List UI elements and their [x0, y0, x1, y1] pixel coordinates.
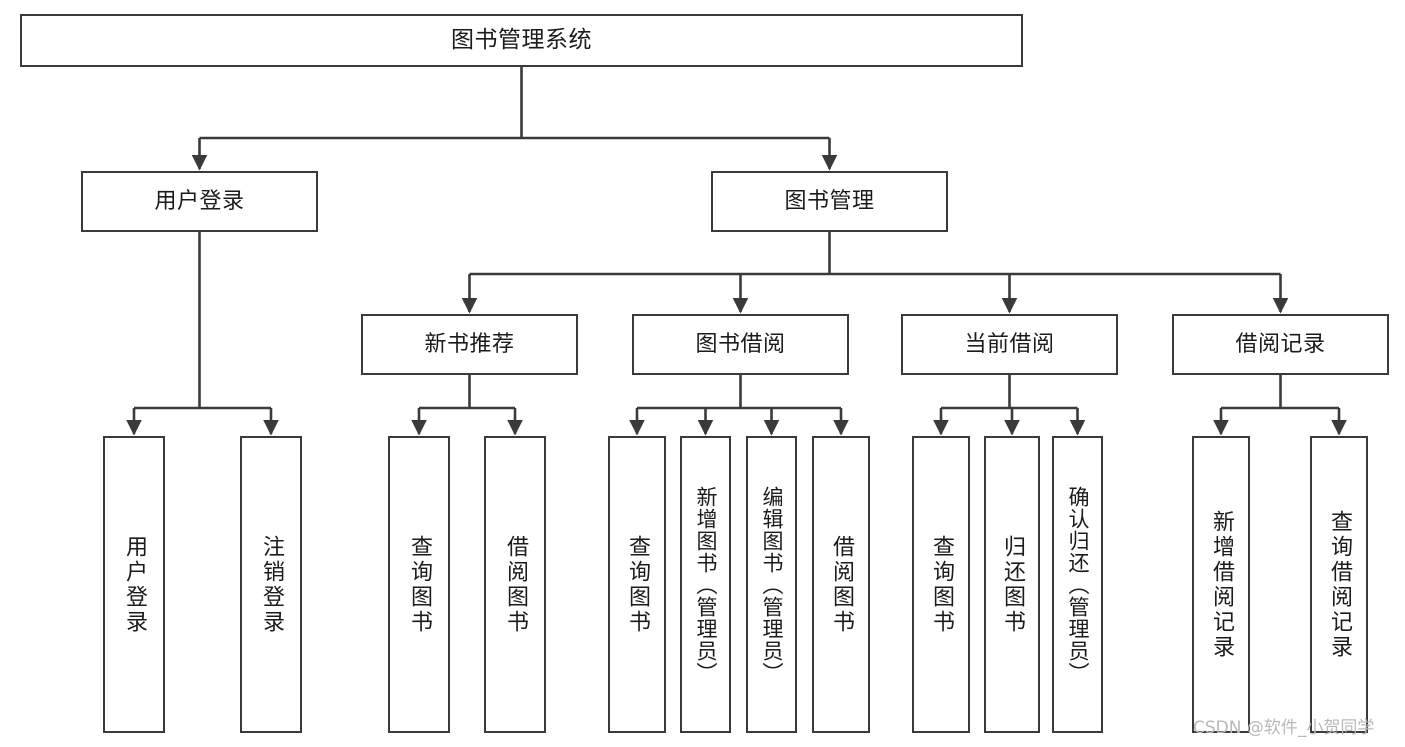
node-label: 图书借阅 [695, 331, 786, 357]
branch-node-current-borrow[interactable]: 当前借阅 [901, 314, 1118, 375]
node-label: 编辑图书（管理员） [760, 485, 784, 684]
node-label: 用户登录 [122, 534, 147, 635]
leaf-node-leaf-query-borrow-record[interactable]: 查询借阅记录 [1310, 436, 1368, 733]
node-label: 确认归还（管理员） [1066, 485, 1090, 684]
node-label: 新增借阅记录 [1209, 509, 1234, 660]
leaf-node-leaf-add-book-admin[interactable]: 新增图书（管理员） [680, 436, 731, 733]
node-label: 用户登录 [154, 188, 245, 214]
branch-node-new-book-recommend[interactable]: 新书推荐 [361, 314, 578, 375]
node-label: 新书推荐 [424, 331, 515, 357]
branch-node-borrow-record[interactable]: 借阅记录 [1172, 314, 1389, 375]
branch-node-book-manage[interactable]: 图书管理 [711, 171, 948, 232]
leaf-node-leaf-borrow-book[interactable]: 借阅图书 [812, 436, 870, 733]
node-label: 查询图书 [625, 534, 650, 635]
node-label: 图书管理系统 [451, 26, 592, 53]
node-label: 查询图书 [407, 534, 432, 635]
node-label: 当前借阅 [964, 331, 1055, 357]
node-label: 归还图书 [1000, 534, 1025, 635]
node-label: 查询图书 [929, 534, 954, 635]
leaf-node-leaf-user-login[interactable]: 用户登录 [103, 436, 165, 733]
node-label: 图书管理 [784, 188, 875, 214]
leaf-node-leaf-query-book-borrow[interactable]: 查询图书 [608, 436, 666, 733]
leaf-node-leaf-query-book-rec[interactable]: 查询图书 [388, 436, 450, 733]
node-label: 借阅记录 [1235, 331, 1326, 357]
node-label: 借阅图书 [829, 534, 854, 635]
branch-node-book-borrow[interactable]: 图书借阅 [632, 314, 849, 375]
node-label: 新增图书（管理员） [694, 485, 718, 684]
node-label: 注销登录 [259, 534, 284, 635]
leaf-node-leaf-borrow-book-rec[interactable]: 借阅图书 [484, 436, 546, 733]
leaf-node-leaf-return-book[interactable]: 归还图书 [984, 436, 1040, 733]
leaf-node-leaf-edit-book-admin[interactable]: 编辑图书（管理员） [746, 436, 797, 733]
leaf-node-leaf-user-logout[interactable]: 注销登录 [240, 436, 302, 733]
node-label: 借阅图书 [503, 534, 528, 635]
node-label: 查询借阅记录 [1327, 509, 1352, 660]
csdn-watermark: CSDN @软件_小贺同学 [1193, 718, 1375, 738]
root-node-root[interactable]: 图书管理系统 [20, 14, 1023, 67]
leaf-node-leaf-confirm-return-admin[interactable]: 确认归还（管理员） [1052, 436, 1103, 733]
branch-node-user-login[interactable]: 用户登录 [81, 171, 318, 232]
leaf-node-leaf-query-book-cur[interactable]: 查询图书 [912, 436, 970, 733]
leaf-node-leaf-add-borrow-record[interactable]: 新增借阅记录 [1192, 436, 1250, 733]
